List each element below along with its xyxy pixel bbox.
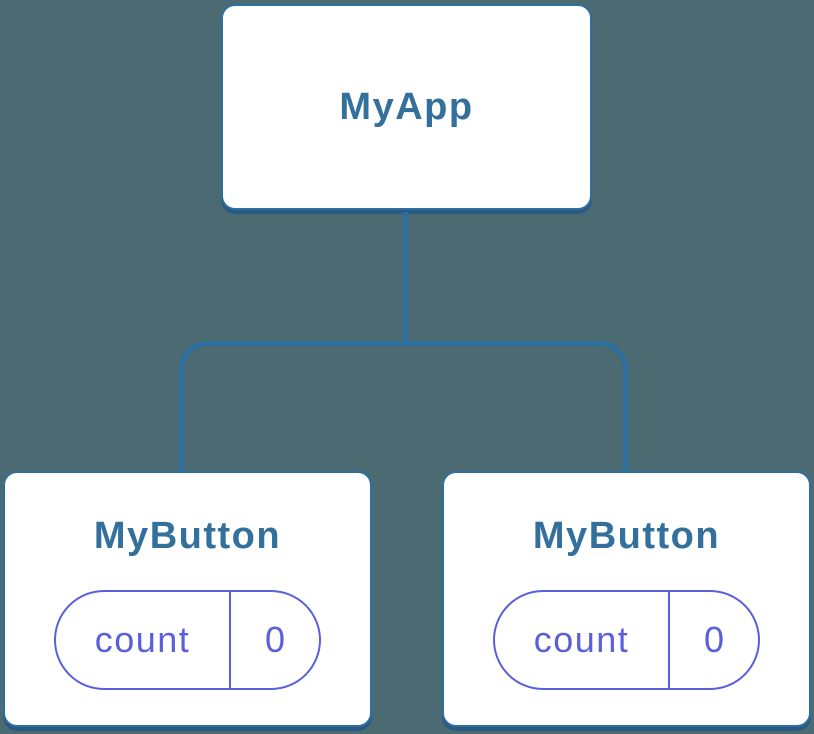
root-node-label: MyApp <box>339 85 474 128</box>
state-pill: count 0 <box>54 590 321 690</box>
child-node-left: MyButton count 0 <box>3 471 372 727</box>
child-node-right: MyButton count 0 <box>442 471 811 727</box>
connector-branch <box>179 341 628 471</box>
child-node-label: MyButton <box>93 515 282 557</box>
root-node: MyApp <box>221 4 592 210</box>
state-name: count <box>56 592 231 688</box>
state-value: 0 <box>264 619 286 660</box>
state-value: 0 <box>703 619 725 660</box>
connector-stem <box>403 212 408 342</box>
state-name: count <box>495 592 670 688</box>
state-pill: count 0 <box>493 590 760 690</box>
child-node-label: MyButton <box>532 515 721 557</box>
